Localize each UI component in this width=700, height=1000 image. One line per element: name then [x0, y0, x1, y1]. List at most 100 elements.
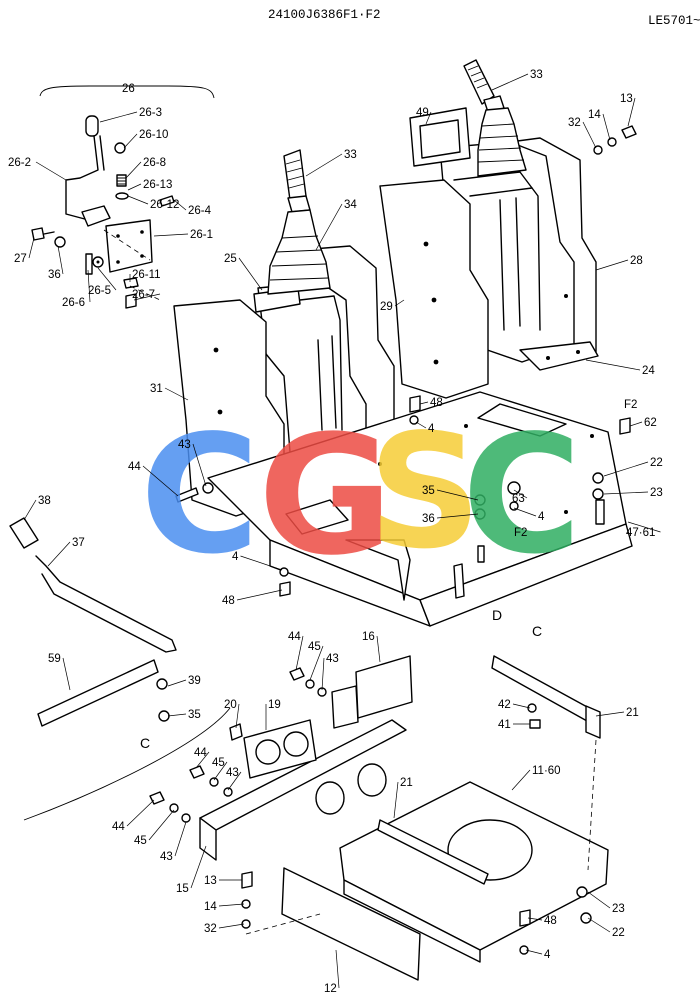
watermark-letter: C — [462, 401, 582, 590]
handle-loop — [345, 539, 411, 601]
leader-line — [192, 443, 207, 487]
callout-label: 49 — [416, 107, 429, 119]
leader-line — [218, 923, 245, 929]
pin-26-6 — [85, 253, 93, 275]
callout-label: 26-7 — [132, 289, 155, 301]
leader-line — [513, 489, 528, 499]
leader-line — [629, 421, 643, 427]
callout-label: 48 — [430, 397, 443, 409]
callout-label: 62 — [644, 417, 657, 429]
leader-line — [87, 269, 91, 303]
bolt-26-4 — [159, 195, 175, 207]
leader-line — [240, 555, 283, 571]
callout-label: 19 — [268, 699, 281, 711]
joystick-grip-33-right — [463, 59, 495, 105]
callout-label: 4 — [538, 511, 545, 523]
leader-line — [142, 465, 179, 497]
leader-line — [595, 259, 629, 271]
callout-label: 26-12 — [150, 199, 179, 211]
leader-line — [47, 541, 71, 567]
view-marker-d: D — [492, 607, 502, 623]
callout-label: 59 — [48, 653, 61, 665]
callout-label: 11·60 — [532, 765, 561, 777]
callout-label: 26-10 — [139, 129, 168, 141]
callout-label: 45 — [308, 641, 321, 653]
bolt-26-7 — [125, 293, 137, 309]
leader-line — [167, 713, 187, 717]
callout-label: 21 — [626, 707, 639, 719]
callout-label: 31 — [150, 383, 163, 395]
callout-label: 33 — [530, 69, 543, 81]
plate-59 — [37, 659, 159, 727]
base-side — [419, 523, 633, 627]
lever-rod-edge — [99, 135, 105, 171]
leader-line — [123, 133, 138, 149]
connector-round-2 — [357, 763, 387, 797]
callout-label: 21 — [400, 777, 413, 789]
knob-26-3 — [85, 115, 99, 137]
callout-label: 28 — [630, 255, 643, 267]
callout-label: 32 — [568, 117, 581, 129]
callout-label: 36 — [48, 269, 61, 281]
leader-line — [335, 949, 340, 989]
callout-label: 39 — [188, 675, 201, 687]
callout-label: 4 — [544, 949, 551, 961]
leader-line — [527, 917, 543, 921]
callout-label: 4 — [232, 551, 239, 563]
leader-line — [585, 359, 641, 371]
callout-label: 22 — [612, 927, 625, 939]
leader-line — [436, 489, 479, 501]
callout-label: 23 — [650, 487, 663, 499]
lever-assembly-26 — [31, 115, 175, 309]
leader-line — [62, 657, 71, 691]
leader-line — [167, 679, 187, 687]
leader-line — [436, 513, 479, 519]
leader-line — [148, 809, 175, 841]
callout-label: 12 — [324, 983, 337, 995]
callout-label: 35 — [422, 485, 435, 497]
leader-line — [602, 113, 611, 141]
callout-label: 36 — [422, 513, 435, 525]
callout-label: 26-6 — [62, 297, 85, 309]
bracket-d — [453, 563, 465, 599]
leader-line — [425, 111, 432, 125]
leader-line — [213, 761, 228, 781]
callout-label: 23 — [612, 903, 625, 915]
leader-line — [582, 121, 597, 149]
leader-line — [587, 891, 611, 909]
callout-label: 43 — [326, 653, 339, 665]
callout-label: 43 — [226, 767, 239, 779]
callout-label: 42 — [498, 699, 511, 711]
drawing-code: LE5701~ — [648, 14, 700, 28]
nut-26-11 — [123, 277, 139, 289]
callout-label: 4 — [428, 423, 435, 435]
leader-line — [512, 703, 531, 709]
callout-label: 41 — [498, 719, 511, 731]
leader-line — [415, 421, 427, 429]
view-marker-c-lower: C — [140, 735, 150, 751]
callout-label: 22 — [650, 457, 663, 469]
callout-label: 14 — [588, 109, 601, 121]
leader-line — [513, 507, 537, 517]
slot-front — [285, 499, 349, 535]
drawing-title: 24100J6386F1·F2 — [268, 8, 381, 22]
joystick-grip-33-left — [283, 149, 307, 201]
slot-rear — [477, 403, 567, 437]
callout-label: 25 — [224, 253, 237, 265]
callout-label: 47·61 — [626, 527, 655, 539]
callout-label: 35 — [188, 709, 201, 721]
watermark-letter: G — [258, 399, 393, 591]
boot-33-right — [477, 107, 527, 177]
leader-line — [627, 97, 636, 127]
leader-line — [173, 199, 187, 211]
leader-line — [491, 73, 529, 91]
leader-line — [627, 521, 661, 533]
callout-label: 16 — [362, 631, 375, 643]
right-console — [379, 59, 637, 399]
leader-line — [587, 917, 611, 933]
arm-rest-parts — [9, 517, 231, 821]
callout-label: 26-4 — [188, 205, 212, 217]
leader-line — [195, 751, 210, 769]
callout-label: 26-5 — [88, 285, 111, 297]
